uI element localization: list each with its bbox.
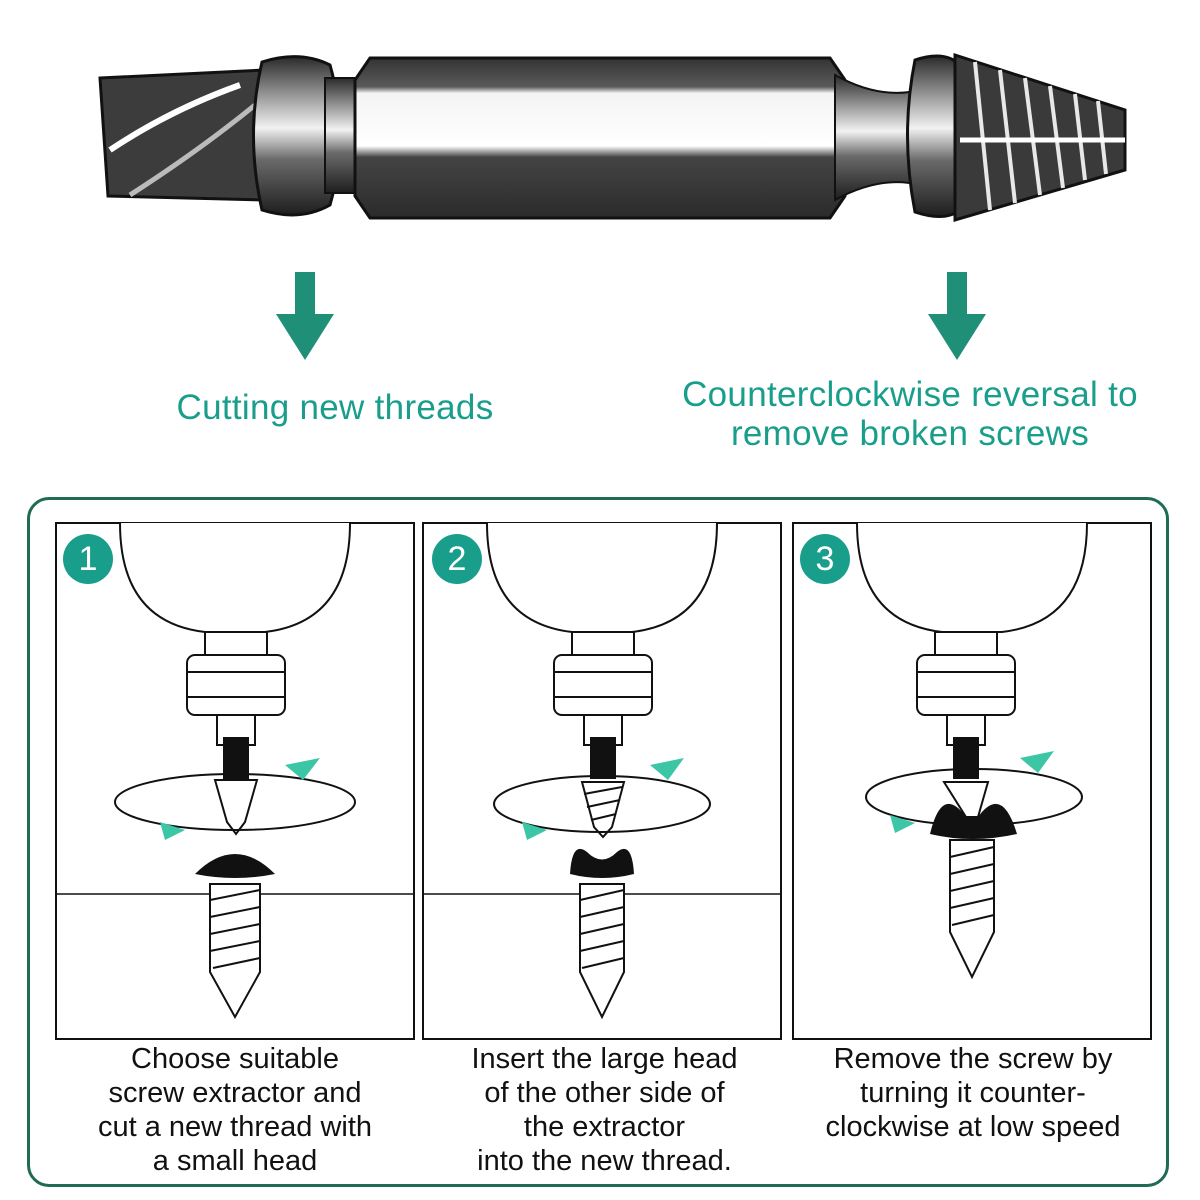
caption-cutting-threads: Cutting new threads bbox=[176, 388, 494, 427]
screw-shank bbox=[579, 883, 625, 1020]
extractor-bit-illustration bbox=[98, 52, 1127, 223]
step-1-badge: 1 bbox=[63, 534, 113, 584]
arrow-down-right-icon bbox=[928, 272, 986, 360]
rotation-arrow-head-icon bbox=[285, 758, 320, 780]
caption-counterclockwise-line-2: remove broken screws bbox=[730, 414, 1090, 453]
extractor-small-tip bbox=[98, 68, 267, 202]
caption-counterclockwise-line-1: Counterclockwise reversal to bbox=[682, 375, 1138, 414]
rotation-arrow-head-icon bbox=[1020, 751, 1054, 773]
drill-chuck bbox=[553, 654, 653, 716]
drill-chuck bbox=[186, 654, 286, 716]
rotation-arrow bbox=[493, 775, 711, 833]
rotation-arrow-head-icon bbox=[522, 822, 547, 840]
step-1-panel bbox=[55, 522, 415, 1040]
step-2-badge: 2 bbox=[432, 534, 482, 584]
step-2-caption: Insert the large head of the other side … bbox=[471, 1043, 738, 1177]
screw-shank bbox=[949, 839, 995, 980]
screw-head bbox=[195, 854, 275, 878]
step-3-caption: Remove the screw by turning it counter- … bbox=[825, 1043, 1121, 1143]
rotation-arrow bbox=[114, 773, 356, 831]
step-2-panel bbox=[422, 522, 782, 1040]
rotation-arrow-head-icon bbox=[890, 815, 915, 833]
step-3-panel bbox=[792, 522, 1152, 1040]
extractor-hex-shank bbox=[353, 56, 847, 220]
arrow-down-left-icon bbox=[276, 272, 334, 360]
step-1-caption: Choose suitable screw extractor and cut … bbox=[97, 1043, 373, 1177]
drill-chuck bbox=[916, 654, 1016, 716]
screw-head bbox=[570, 848, 634, 878]
step-3-badge: 3 bbox=[800, 534, 850, 584]
rotation-arrow-head-icon bbox=[160, 822, 185, 840]
rotation-arrow-head-icon bbox=[650, 758, 684, 780]
screw-head bbox=[930, 803, 1017, 839]
screw-shank bbox=[209, 883, 261, 1020]
steps-frame bbox=[27, 497, 1169, 1187]
